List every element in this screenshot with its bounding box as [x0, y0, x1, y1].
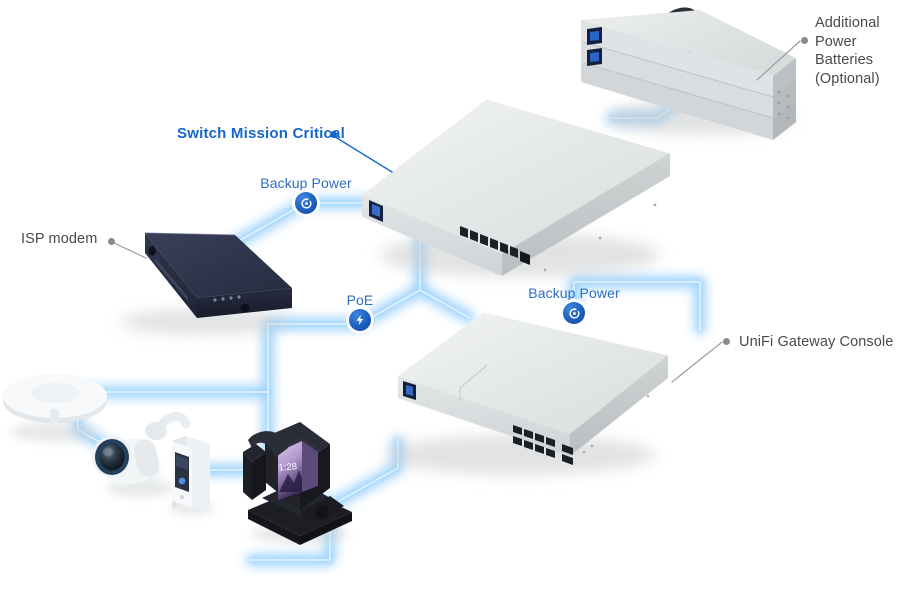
device-power-batteries[interactable] [581, 7, 796, 140]
leader-line-isp-modem [111, 241, 147, 259]
label-unifi-gateway-console: UniFi Gateway Console [739, 334, 894, 350]
leader-line-switch [331, 134, 393, 173]
leader-line-gateway [671, 341, 723, 383]
device-unifi-gateway-console[interactable] [398, 311, 669, 465]
gateway-port-block [513, 425, 555, 458]
label-backup-power-2: Backup Power [528, 285, 620, 301]
battery-backup-icon [295, 192, 317, 214]
switch-display [369, 200, 383, 222]
battery-display-2 [587, 48, 602, 66]
switch-port-row [460, 226, 518, 258]
leader-lines [111, 40, 801, 383]
label-additional-power-batteries: Additional Power Batteries (Optional) [815, 15, 880, 87]
battery-display-1 [587, 27, 602, 45]
leader-dot-switch [330, 131, 337, 138]
device-voip-phone[interactable]: 1:28 [243, 422, 352, 545]
leader-dot-gateway [723, 338, 730, 345]
gateway-screws [582, 394, 650, 454]
gateway-display [403, 381, 416, 400]
device-mission-critical-switch[interactable] [362, 98, 671, 276]
label-switch-mission-critical: Switch Mission Critical [177, 125, 345, 142]
label-backup-power-1: Backup Power [260, 175, 352, 191]
leader-dot-batteries [801, 37, 808, 44]
battery-backup-icon [563, 302, 585, 324]
device-access-point[interactable] [3, 374, 107, 423]
label-isp-modem: ISP modem [21, 231, 98, 247]
isp-modem-leds [213, 295, 241, 302]
switch-console-port [520, 251, 530, 265]
leader-line-batteries [756, 40, 801, 81]
switch-screws [543, 203, 657, 272]
phone-clock-text: 1:28 [278, 461, 297, 474]
isp-modem-side-port [148, 246, 156, 256]
gateway-sfp-ports [562, 444, 573, 465]
label-poe: PoE [346, 292, 374, 308]
lightning-bolt-icon [349, 309, 371, 331]
device-isp-modem[interactable] [144, 232, 292, 318]
device-camera[interactable] [92, 412, 191, 489]
battery-vent-holes [777, 90, 790, 120]
leader-dot-isp-modem [108, 238, 115, 245]
device-door-reader[interactable] [172, 436, 210, 512]
isp-modem-port [240, 304, 250, 312]
